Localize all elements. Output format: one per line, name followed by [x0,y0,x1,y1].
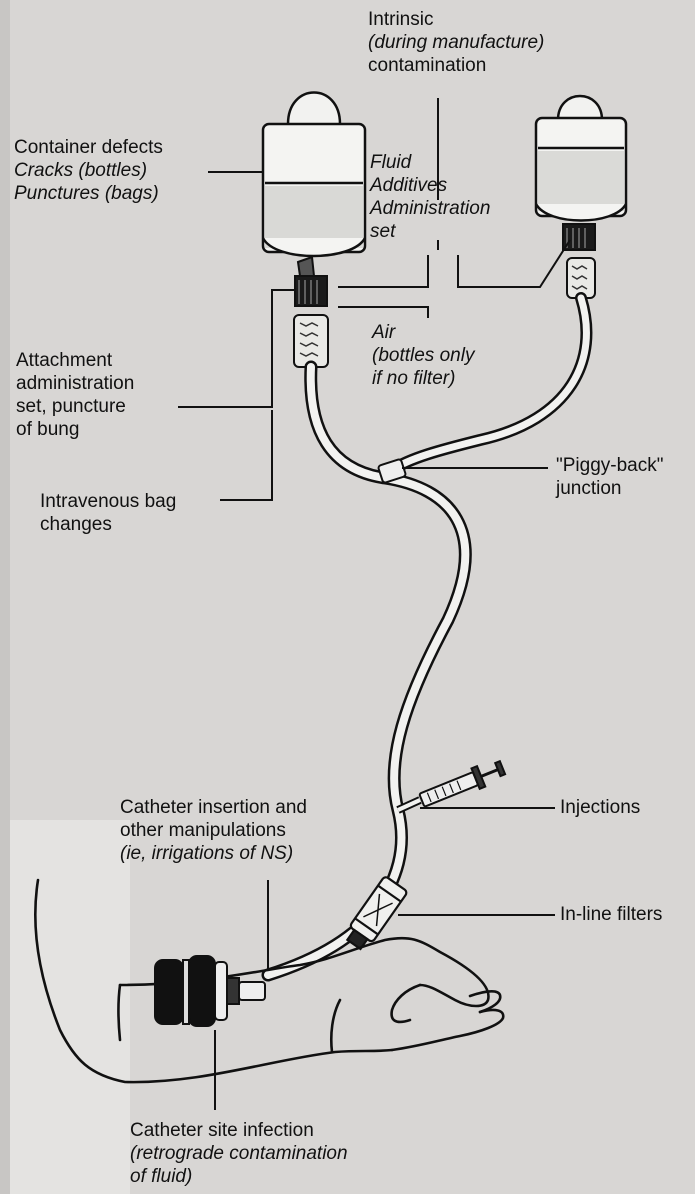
attachment-line1: Attachment [16,349,134,372]
fluid-sources-line3: Administration [370,197,490,220]
catheter-site-line3: of fluid) [130,1165,348,1188]
attachment-line2: administration [16,372,134,395]
air-line3: if no filter) [372,367,474,390]
bag-changes-label: Intravenous bag changes [40,490,176,536]
catheter-insertion-line2: other manipulations [120,819,307,842]
injections-label: Injections [560,796,640,819]
bag-changes-line2: changes [40,513,176,536]
inline-filters-label: In-line filters [560,903,662,926]
fluid-sources-line2: Additives [370,174,490,197]
fluid-sources-line4: set [370,220,490,243]
air-label: Air (bottles only if no filter) [372,321,474,390]
container-defects-line3: Punctures (bags) [14,182,163,205]
piggy-back-line1: "Piggy-back" [556,454,663,477]
fluid-sources-line1: Fluid [370,151,490,174]
piggy-back-label: "Piggy-back" junction [556,454,663,500]
catheter-site-line2: (retrograde contamination [130,1142,348,1165]
piggy-back-line2: junction [556,477,663,500]
attachment-line4: of bung [16,418,134,441]
intrinsic-contamination-label: Intrinsic (during manufacture) contamina… [368,8,544,77]
attachment-label: Attachment administration set, puncture … [16,349,134,441]
catheter-insertion-label: Catheter insertion and other manipulatio… [120,796,307,865]
catheter-site-line1: Catheter site infection [130,1119,348,1142]
intrinsic-line3: contamination [368,54,544,77]
bag-changes-line1: Intravenous bag [40,490,176,513]
container-defects-line2: Cracks (bottles) [14,159,163,182]
catheter-insertion-line3: (ie, irrigations of NS) [120,842,307,865]
air-line2: (bottles only [372,344,474,367]
catheter-site-label: Catheter site infection (retrograde cont… [130,1119,348,1188]
catheter-insertion-line1: Catheter insertion and [120,796,307,819]
fluid-sources-label: Fluid Additives Administration set [370,151,490,243]
container-defects-label: Container defects Cracks (bottles) Punct… [14,136,163,205]
intrinsic-line1: Intrinsic [368,8,544,31]
container-defects-line1: Container defects [14,136,163,159]
air-line1: Air [372,321,474,344]
right-bottle-spike [563,224,595,298]
attachment-line3: set, puncture [16,395,134,418]
intrinsic-line2: (during manufacture) [368,31,544,54]
